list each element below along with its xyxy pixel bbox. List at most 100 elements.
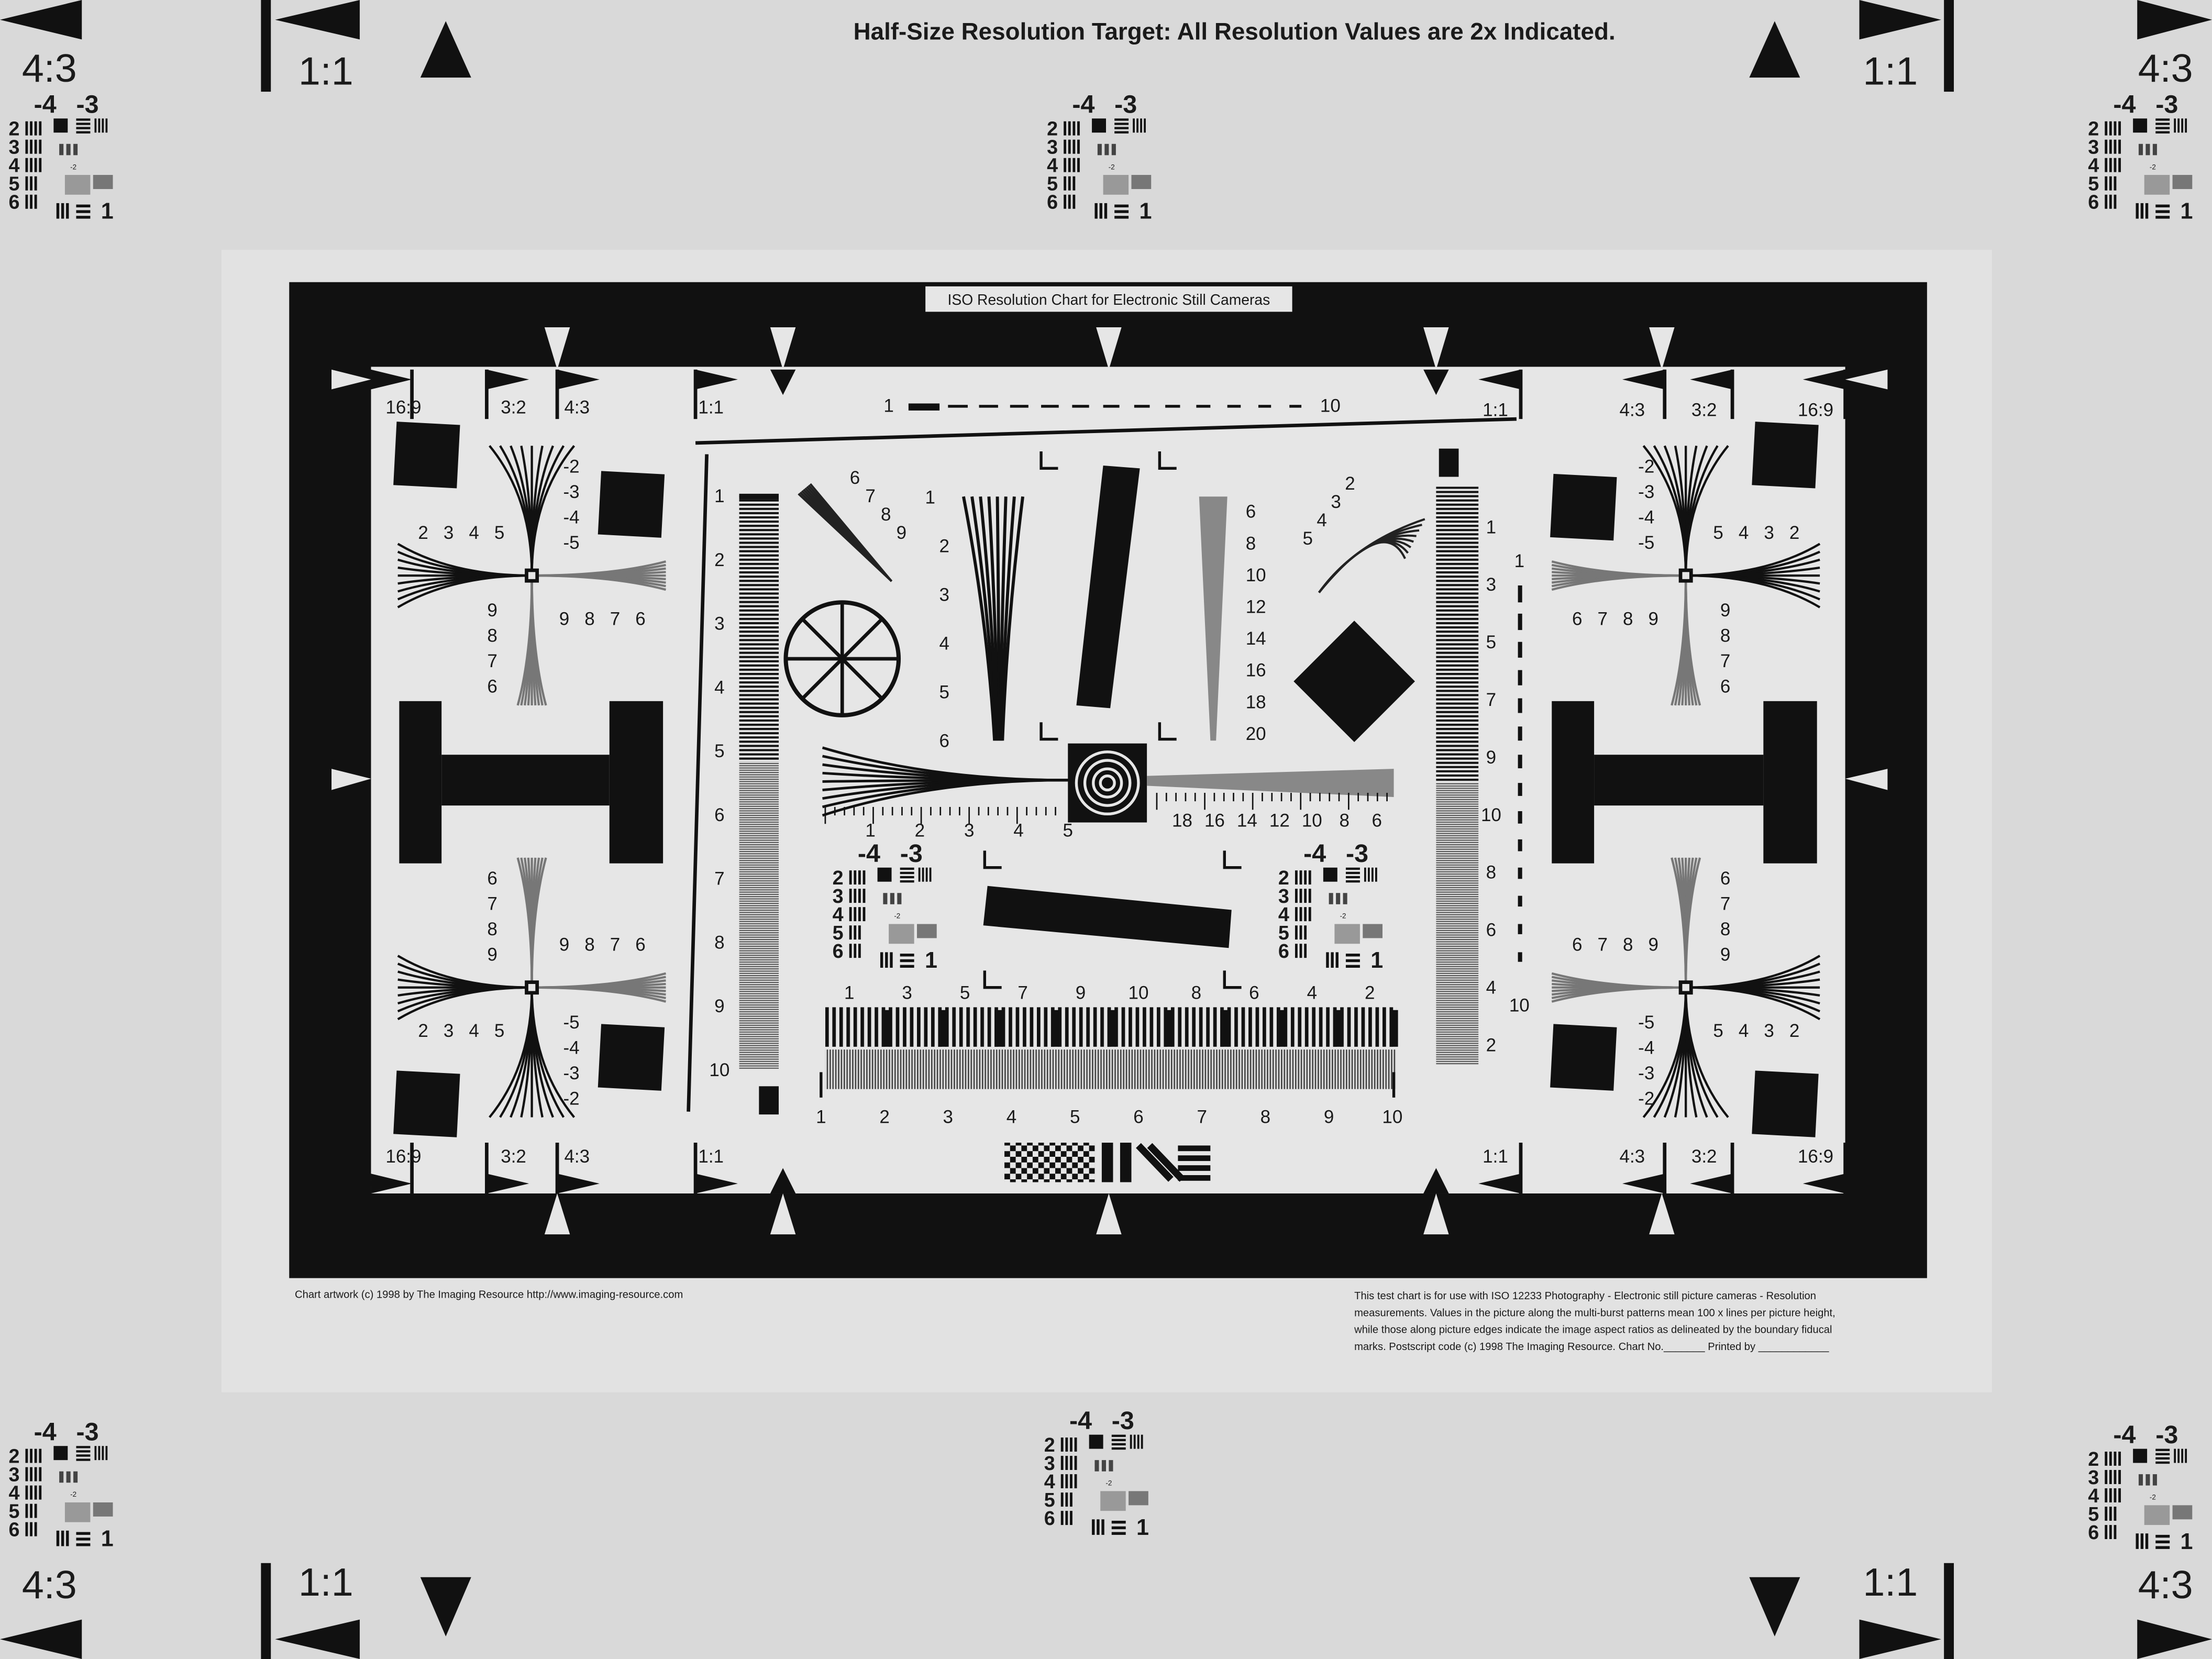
wedge-label: -3 [1638, 1063, 1654, 1083]
bar [2145, 143, 2150, 156]
bar [1295, 907, 1298, 922]
bar [25, 158, 28, 172]
bar [1060, 1456, 1064, 1470]
slanted-square [1752, 1070, 1819, 1137]
corner-wedge-icon [2137, 0, 2212, 40]
target-row-label: 4 [1278, 903, 1289, 925]
wedge-label: 8 [584, 935, 594, 955]
aspect-label: 4:3 [2138, 46, 2193, 90]
bar [105, 118, 108, 133]
bar [2140, 203, 2144, 219]
bar [1345, 880, 1360, 883]
bar [1064, 176, 1067, 191]
target-row-label: 5 [8, 173, 19, 195]
burst-separator [938, 1010, 947, 1047]
burst-separator [1050, 1010, 1060, 1047]
triangle-mark [420, 21, 471, 78]
target-row-label: 2 [1044, 1434, 1055, 1456]
target-row-label: 6 [1044, 1507, 1055, 1529]
triangle-mark [1478, 369, 1521, 390]
wedge-line [822, 779, 1068, 817]
bar [2155, 1457, 2170, 1460]
scale-dash [1518, 924, 1522, 934]
bar [2105, 176, 2108, 191]
bar [66, 1471, 71, 1483]
wedge-line [397, 986, 532, 1021]
target-label: 1 [1139, 199, 1152, 224]
aspect-label: 1:1 [298, 49, 353, 93]
bar [76, 1446, 91, 1448]
bar [2185, 1448, 2187, 1463]
bar [1335, 952, 1339, 968]
bar [2109, 139, 2112, 154]
bar-cluster [2172, 1505, 2193, 1520]
diagonal-edge [695, 417, 1517, 445]
bar [2145, 1474, 2150, 1486]
target-row-label: 5 [2088, 173, 2099, 195]
footer-left: Chart artwork (c) 1998 by The Imaging Re… [295, 1289, 683, 1300]
bar [1077, 158, 1080, 172]
bar [76, 204, 91, 207]
wedge-label: 6 [487, 868, 497, 889]
corner-bracket [1223, 970, 1242, 989]
bar [897, 893, 902, 904]
fan-line [1318, 541, 1406, 593]
bar-cluster [1363, 924, 1382, 938]
target-label: -4 [34, 1418, 57, 1446]
vertical-burst [1436, 486, 1479, 783]
target-ring [1075, 750, 1140, 816]
bar [1299, 907, 1302, 922]
bar [2145, 203, 2149, 219]
bar [1060, 1492, 1064, 1507]
wedge-label: 6 [1720, 868, 1730, 889]
bar [1299, 870, 1302, 885]
bar [2105, 1507, 2108, 1521]
slanted-bar [983, 886, 1232, 948]
bar [2109, 121, 2112, 136]
bar [1070, 1474, 1072, 1489]
scale-label: 9 [714, 996, 724, 1016]
triangle-mark [371, 369, 412, 390]
target-label: -2 [2150, 1494, 2156, 1501]
wedge-label: 7 [1598, 935, 1608, 955]
scale-dash [1518, 698, 1522, 713]
corner-bracket [1158, 722, 1177, 741]
bar [1295, 944, 1298, 958]
target-label: -2 [1105, 1479, 1112, 1487]
bar [1136, 118, 1138, 133]
scale-label: 1 [1514, 551, 1524, 571]
wedge-line [962, 496, 997, 741]
burst-label: 10 [1128, 982, 1148, 1003]
target-row-label: 4 [1047, 154, 1058, 176]
bar [1074, 1474, 1077, 1489]
target-label: -2 [894, 912, 900, 920]
target-label: -2 [70, 163, 76, 171]
fiducial-triangle-icon [331, 769, 371, 790]
chart-content: 16:916:93:23:24:34:31:11:11:11:14:34:33:… [331, 327, 1888, 1235]
burst-label: 3 [902, 982, 912, 1003]
chart-title-box [925, 286, 1292, 312]
bar [76, 1532, 91, 1535]
bar [1140, 118, 1142, 133]
wedge-label: 2 [418, 523, 428, 543]
target-square [1323, 867, 1337, 882]
triangle-mark [1690, 1174, 1733, 1194]
h-shape-bar [1552, 701, 1595, 864]
triangle-mark [1859, 1619, 1941, 1659]
bar [1097, 143, 1102, 156]
triangle-mark [1802, 369, 1845, 390]
fan-label: 7 [865, 486, 875, 506]
burst-label: 4 [1007, 1107, 1016, 1127]
wedge-label: 9 [487, 945, 497, 965]
bar [1099, 203, 1102, 219]
wedge-line [532, 986, 667, 1003]
bar [39, 158, 42, 172]
triangle-mark [770, 369, 796, 395]
bar [854, 870, 857, 885]
bar [1304, 907, 1307, 922]
bar [1065, 1456, 1068, 1470]
scale-dash [1518, 783, 1522, 796]
target-row-label: 6 [8, 191, 19, 213]
